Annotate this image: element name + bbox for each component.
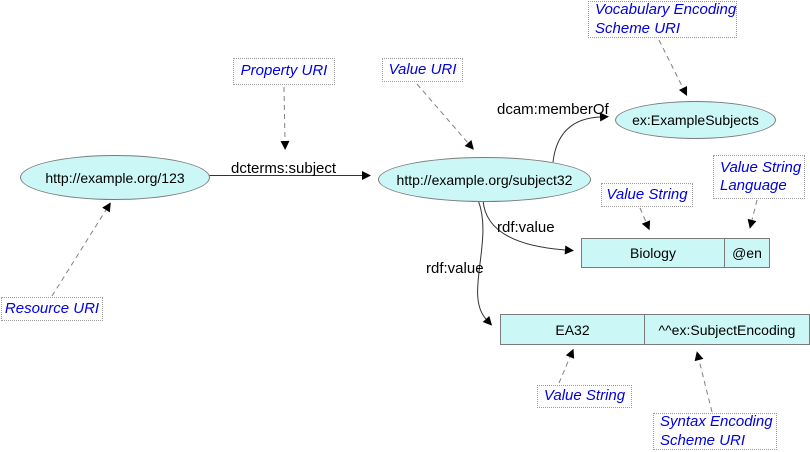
- edge-label-dcam-memberof: dcam:memberOf: [497, 101, 609, 118]
- edge-label-dcterms-subject: dcterms:subject: [231, 160, 337, 177]
- annotation-value-uri: Value URI: [382, 58, 463, 82]
- annotation-syntax-scheme-uri: Syntax Encoding Scheme URI: [653, 413, 777, 450]
- annotation-value-uri-text: Value URI: [388, 60, 457, 78]
- connector-value-uri: [416, 83, 474, 150]
- annotation-value-string-upper: Value String: [601, 183, 693, 207]
- annotation-vocab-scheme-uri: Vocabulary Encoding Scheme URI: [588, 1, 737, 38]
- connector-vocab-scheme: [658, 39, 688, 97]
- annotation-syntax-scheme-line1: Syntax Encoding: [660, 413, 773, 431]
- edge-label-rdf-value-lower: rdf:value: [426, 260, 484, 277]
- annotation-resource-uri-text: Resource URI: [4, 299, 100, 317]
- literal-biology-box: Biology @en: [581, 238, 770, 268]
- edge-rdf-value-upper-line: [482, 199, 574, 255]
- annotation-value-string-upper-text: Value String: [606, 185, 688, 203]
- connector-value-string-upper: [639, 207, 651, 231]
- annotation-vocab-scheme-line2: Scheme URI: [595, 19, 681, 37]
- literal-biology-language: @en: [724, 239, 769, 267]
- annotation-resource-uri: Resource URI: [1, 297, 103, 321]
- annotation-syntax-scheme-line2: Scheme URI: [660, 431, 746, 449]
- annotation-property-uri: Property URI: [233, 58, 335, 85]
- annotation-value-string-lower: Value String: [537, 385, 632, 408]
- node-value-uri-label: http://example.org/subject32: [396, 171, 573, 188]
- node-vocab-scheme: ex:ExampleSubjects: [615, 101, 776, 139]
- annotation-value-string-language-line1: Value String: [720, 158, 802, 176]
- connector-syntax-scheme: [694, 351, 713, 413]
- connector-value-string-lower: [558, 348, 575, 384]
- literal-ea32-value: EA32: [555, 321, 590, 338]
- edge-rdf-value-lower-line: [477, 199, 493, 326]
- edge-dcam-memberof-line: [552, 112, 609, 163]
- connector-resource-uri: [51, 202, 111, 297]
- connector-property-uri: [280, 86, 290, 150]
- connector-value-string-language: [747, 199, 758, 229]
- literal-ea32-box: EA32 ^^ex:SubjectEncoding: [500, 314, 810, 345]
- node-resource-uri-label: http://example.org/123: [45, 169, 185, 186]
- node-value-uri: http://example.org/subject32: [378, 157, 591, 202]
- annotation-value-string-language-line2: Language: [720, 177, 787, 194]
- edge-label-rdf-value-upper: rdf:value: [497, 219, 555, 236]
- node-vocab-scheme-label: ex:ExampleSubjects: [632, 112, 759, 128]
- annotation-property-uri-text: Property URI: [240, 62, 328, 80]
- node-resource-uri: http://example.org/123: [20, 155, 210, 200]
- annotation-value-string-language: Value String Language: [713, 155, 805, 199]
- annotation-vocab-scheme-line1: Vocabulary Encoding: [595, 1, 737, 19]
- annotation-value-string-lower-text: Value String: [543, 387, 626, 405]
- literal-biology-value: Biology: [630, 245, 676, 261]
- literal-ea32-encoding: ^^ex:SubjectEncoding: [644, 315, 809, 344]
